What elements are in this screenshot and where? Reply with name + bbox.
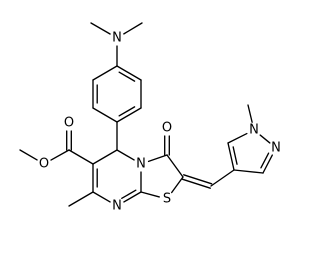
bond-c_pz3-c_pz4 (233, 169, 264, 174)
bond-c_ar3-c_ar4 (92, 107, 118, 123)
atom-label-n_pz2: N (271, 141, 281, 156)
atom-label-n_nme2: N (112, 31, 122, 46)
atom-label-s1: S (163, 192, 171, 207)
bond-c_pz5-n_pz1 (227, 132, 248, 144)
bond-c_pz4-c_pz5-inner (232, 146, 238, 165)
bond-c5-c6 (92, 149, 118, 165)
bond-n_pz2-c_pz3 (262, 154, 273, 174)
bond-n8-c8a (123, 191, 142, 203)
bond-c_ar6-c_ar1-inner (118, 71, 136, 82)
bond-n_pz1-n_pz2 (259, 134, 271, 144)
bond-c2-c_exo-second (183, 174, 213, 185)
bond-o_ether-c_ome (19, 149, 38, 161)
atom-label-o_ether: O (39, 157, 49, 172)
bond-c5-n4 (116, 149, 135, 161)
bond-n8-c8a-inner (121, 189, 137, 200)
bond-c6-c_ester (68, 149, 94, 165)
bond-n_nme2-c_me_b (123, 22, 143, 35)
bond-c7-n8 (92, 191, 111, 203)
atom-label-n8: N (112, 199, 122, 214)
bond-n_pz2-c_pz3-inner (260, 152, 270, 169)
atom-label-o3: O (162, 121, 172, 136)
atom-label-o_carbonyl_ester: O (64, 116, 74, 131)
atom-label-n_pz1: N (249, 123, 259, 138)
atom-label-n4: N (136, 157, 146, 172)
bond-layer (19, 22, 273, 207)
bond-c_pz4-c_pz5 (227, 142, 235, 171)
bond-c7-c_me7 (68, 191, 94, 207)
bond-c3-c2 (166, 154, 184, 178)
bond-c_ar1-c_ar2 (92, 65, 118, 81)
bond-c_ester-o_ether (50, 149, 70, 161)
bond-c_ar6-c_ar1 (116, 65, 142, 81)
bond-n4-c3 (147, 154, 168, 163)
bond-c_ar4-c_ar5-inner (118, 106, 136, 117)
bond-c2-s1 (171, 176, 184, 194)
bond-c_me_a-n_nme2 (90, 22, 111, 35)
bond-c_exo-c_pz4 (210, 169, 235, 187)
bond-n_pz1-c_nme (247, 104, 253, 123)
bond-c8a-s1 (140, 191, 160, 198)
bond-c_ar4-c_ar5 (116, 107, 142, 123)
bond-c2-c_exo (181, 178, 211, 189)
